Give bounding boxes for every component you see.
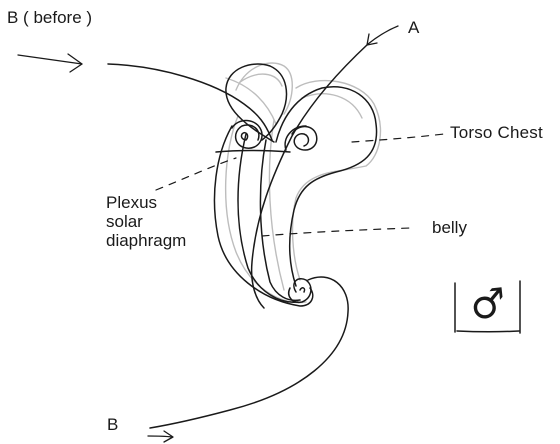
right-lobe	[275, 86, 378, 287]
label-torso-chest: Torso Chest	[450, 123, 543, 142]
leader-torso	[351, 133, 445, 143]
label-b: B	[107, 415, 119, 434]
crossing-line	[215, 149, 291, 153]
arrow-b-before-head	[67, 53, 83, 73]
energy-body-figure	[107, 43, 378, 429]
left-spiral	[231, 119, 263, 149]
label-leaders	[155, 133, 445, 237]
incoming-current-a	[250, 43, 369, 309]
incoming-current-b	[107, 63, 273, 141]
right-spiral	[291, 125, 318, 151]
flow-arrows	[17, 25, 399, 443]
arrow-b-shaft	[147, 435, 173, 438]
outgoing-current-b	[149, 276, 349, 429]
inner-line-1	[237, 133, 299, 303]
label-belly: belly	[432, 218, 467, 237]
label-plexus-line-2: solar	[106, 212, 143, 231]
pencil-guidelines	[224, 62, 382, 304]
lower-spiral	[288, 278, 312, 304]
arrow-a-shaft	[367, 25, 399, 45]
inner-line-2	[259, 139, 301, 302]
label-plexus-solar-diaphragm: Plexus solar diaphragm	[106, 193, 186, 250]
left-contour	[213, 125, 314, 307]
label-plexus-line-1: Plexus	[106, 193, 158, 212]
arrow-b-before-shaft	[17, 54, 83, 65]
male-symbol-icon: ♂	[467, 280, 509, 330]
leader-belly	[261, 227, 411, 237]
arrow-b-head	[163, 430, 174, 443]
left-lobe	[225, 63, 288, 143]
label-plexus-line-3: diaphragm	[106, 231, 187, 250]
leader-plexus	[155, 157, 237, 191]
label-a: A	[408, 18, 420, 37]
male-symbol-frame	[454, 280, 521, 334]
label-b-before: B ( before )	[7, 8, 93, 27]
